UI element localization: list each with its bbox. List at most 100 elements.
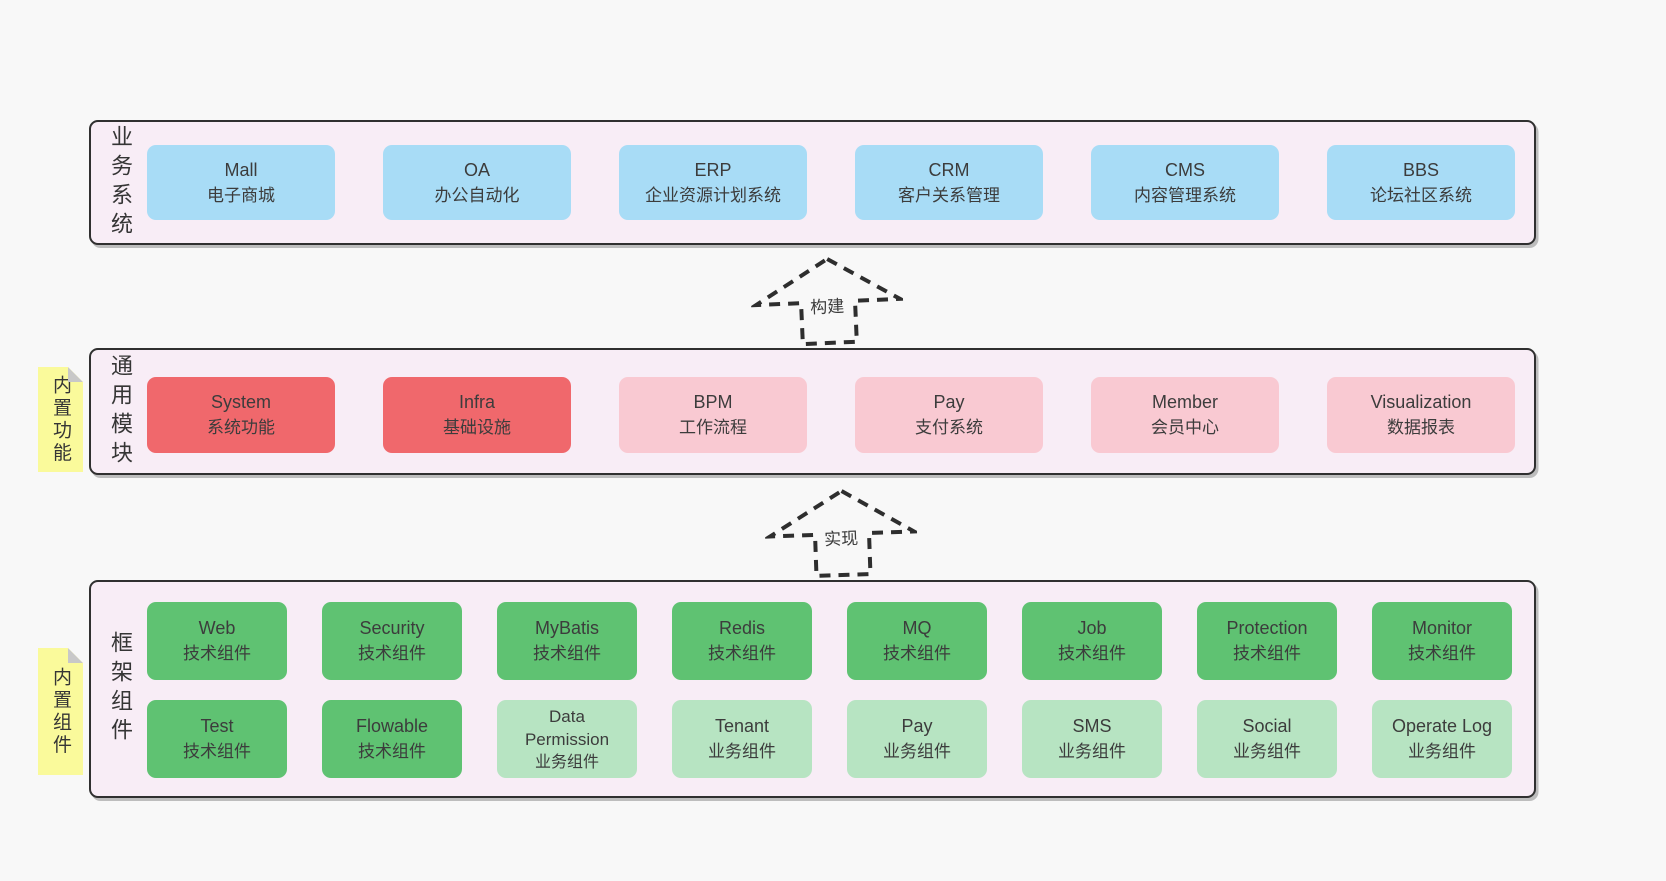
box-erp: ERP 企业资源计划系统	[619, 145, 807, 220]
box-bbs: BBS 论坛社区系统	[1327, 145, 1515, 220]
sticky-note-builtin-features: 内置功能	[38, 367, 83, 472]
business-systems-panel: 业务系统 Mall 电子商城 OA 办公自动化 ERP 企业资源计划系统 CRM…	[89, 120, 1536, 245]
framework-box-row-2: Test 技术组件 Flowable 技术组件 Data Permission …	[147, 700, 1512, 778]
box-subtitle: 技术组件	[883, 644, 951, 663]
box-social: Social 业务组件	[1197, 700, 1337, 778]
box-system: System 系统功能	[147, 377, 335, 453]
box-subtitle: 技术组件	[358, 742, 426, 761]
box-subtitle: 办公自动化	[434, 185, 520, 205]
box-infra: Infra 基础设施	[383, 377, 571, 453]
box-title: Test	[200, 716, 234, 736]
sticky-fold-corner-icon	[68, 367, 83, 382]
box-bpm: BPM 工作流程	[619, 377, 807, 453]
box-title: Web	[198, 618, 236, 638]
box-title: Security	[359, 618, 425, 638]
box-subtitle: 业务组件	[883, 742, 951, 761]
box-title: Tenant	[714, 716, 770, 736]
box-subtitle: 业务组件	[534, 753, 599, 771]
box-flowable: Flowable 技术组件	[322, 700, 462, 778]
box-title: SMS	[1072, 716, 1112, 736]
box-mybatis: MyBatis 技术组件	[497, 602, 637, 680]
box-web: Web 技术组件	[147, 602, 287, 680]
box-subtitle: 技术组件	[1233, 644, 1301, 663]
box-job: Job 技术组件	[1022, 602, 1162, 680]
box-cms: CMS 内容管理系统	[1091, 145, 1279, 220]
box-subtitle: 业务组件	[1408, 742, 1476, 761]
box-subtitle: 数据报表	[1387, 418, 1455, 437]
build-arrow: 构建	[749, 252, 905, 351]
box-subtitle: 基础设施	[443, 418, 511, 437]
box-subtitle: 技术组件	[708, 644, 776, 663]
box-pay-component: Pay 业务组件	[847, 700, 987, 778]
box-subtitle: 论坛社区系统	[1370, 185, 1472, 205]
box-test: Test 技术组件	[147, 700, 287, 778]
box-subtitle: 技术组件	[358, 644, 426, 663]
box-oa: OA 办公自动化	[383, 145, 571, 220]
framework-box-row-1: Web 技术组件 Security 技术组件 MyBatis 技术组件 Redi…	[147, 602, 1512, 680]
box-subtitle: 支付系统	[915, 418, 983, 437]
box-title: Mall	[224, 159, 258, 180]
box-subtitle: 企业资源计划系统	[645, 185, 781, 205]
sticky-note-text: 内置组件	[50, 666, 71, 757]
box-title: Member	[1151, 392, 1218, 412]
box-data-permission: Data Permission 业务组件	[497, 700, 637, 778]
box-title: Infra	[458, 392, 496, 412]
box-title: ERP	[694, 159, 732, 180]
box-title: Flowable	[355, 716, 429, 736]
box-protection: Protection 技术组件	[1197, 602, 1337, 680]
box-subtitle: 内容管理系统	[1134, 185, 1236, 205]
box-tenant: Tenant 业务组件	[672, 700, 812, 778]
box-subtitle: 系统功能	[207, 418, 275, 437]
modules-box-row: System 系统功能 Infra 基础设施 BPM 工作流程 Pay 支付系统…	[147, 377, 1515, 453]
box-subtitle: 客户关系管理	[898, 185, 1000, 205]
box-mall: Mall 电子商城	[147, 145, 335, 220]
business-box-row: Mall 电子商城 OA 办公自动化 ERP 企业资源计划系统 CRM 客户关系…	[147, 145, 1515, 220]
box-subtitle: 技术组件	[183, 742, 251, 761]
business-systems-label: 业务系统	[108, 124, 133, 241]
box-crm: CRM 客户关系管理	[855, 145, 1043, 220]
common-modules-label: 通用模块	[108, 353, 133, 470]
box-title: Protection	[1226, 618, 1308, 638]
box-redis: Redis 技术组件	[672, 602, 812, 680]
sticky-note-text: 内置功能	[50, 374, 71, 465]
box-security: Security 技术组件	[322, 602, 462, 680]
box-title: BPM	[693, 392, 733, 412]
sticky-note-builtin-components: 内置组件	[38, 648, 83, 775]
box-title: Redis	[718, 618, 766, 638]
build-arrow-label: 构建	[805, 290, 849, 320]
implement-arrow: 实现	[763, 484, 919, 581]
box-title: CMS	[1165, 159, 1205, 180]
box-title: BBS	[1402, 159, 1440, 180]
box-subtitle: 业务组件	[1058, 742, 1126, 761]
box-mq: MQ 技术组件	[847, 602, 987, 680]
framework-components-panel: 框架组件 Web 技术组件 Security 技术组件 MyBatis 技术组件…	[89, 580, 1536, 798]
box-title: Pay	[901, 716, 933, 736]
common-modules-panel: 通用模块 System 系统功能 Infra 基础设施 BPM 工作流程 Pay…	[89, 348, 1536, 475]
box-title: OA	[463, 159, 490, 180]
box-title: CRM	[928, 159, 970, 180]
box-subtitle: 技术组件	[1058, 644, 1126, 663]
box-title: Monitor	[1411, 618, 1473, 638]
box-subtitle: 工作流程	[679, 418, 747, 437]
box-title: Visualization	[1370, 392, 1472, 412]
box-title: Data Permission	[524, 706, 610, 749]
box-subtitle: 技术组件	[533, 644, 601, 663]
framework-components-label: 框架组件	[108, 630, 133, 748]
box-title: Operate Log	[1391, 716, 1493, 736]
box-subtitle: 电子商城	[207, 185, 275, 205]
box-operate-log: Operate Log 业务组件	[1372, 700, 1512, 778]
box-title: Job	[1077, 618, 1107, 638]
box-subtitle: 业务组件	[1233, 742, 1301, 761]
box-monitor: Monitor 技术组件	[1372, 602, 1512, 680]
implement-arrow-label: 实现	[819, 522, 863, 552]
sticky-fold-corner-icon	[68, 648, 83, 663]
box-title: MQ	[902, 618, 932, 638]
box-subtitle: 业务组件	[708, 742, 776, 761]
box-title: System	[210, 392, 271, 412]
box-subtitle: 技术组件	[1408, 644, 1476, 663]
box-subtitle: 技术组件	[183, 644, 251, 663]
box-subtitle: 会员中心	[1151, 418, 1219, 437]
box-visualization: Visualization 数据报表	[1327, 377, 1515, 453]
box-member: Member 会员中心	[1091, 377, 1279, 453]
box-pay: Pay 支付系统	[855, 377, 1043, 453]
